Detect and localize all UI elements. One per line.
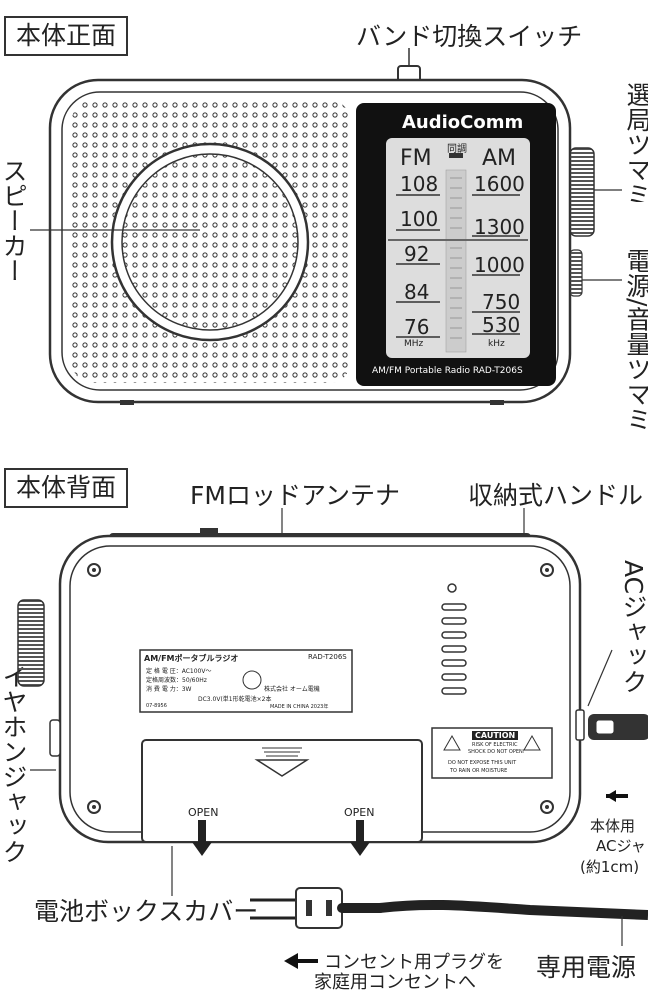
back-radio-drawing	[17, 508, 648, 969]
fm-unit-label: MHz	[404, 339, 424, 349]
spec-battery: DC3.0V(単1形乾電池×2本	[198, 696, 272, 703]
caution-line3: DO NOT EXPOSE THIS UNIT	[448, 760, 517, 766]
brand-logo-text: AudioComm	[402, 112, 524, 133]
caution-title: CAUTION	[472, 731, 519, 740]
power-cord-label: 専用電源	[536, 953, 637, 982]
band-switch-label: バンド切換スイッチ	[356, 22, 583, 51]
caution-line2: SHOCK DO NOT OPEN!	[468, 749, 525, 755]
am-band-label: AM	[482, 146, 517, 171]
fm-scale-92: 92	[404, 242, 430, 266]
fm-band-label: FM	[400, 146, 432, 171]
antenna-label: FMロッドアンテナ	[190, 481, 400, 510]
am-scale-1300: 1300	[474, 215, 525, 239]
battery-cover[interactable]	[141, 739, 423, 843]
ac-jack[interactable]	[575, 709, 585, 741]
body-plug-note-2: ACジャ	[596, 837, 646, 855]
plug-instruction-2: 家庭用コンセントへ	[314, 972, 476, 993]
speaker-label: スピーカー	[0, 158, 28, 283]
sync-label: 同調	[447, 144, 467, 155]
spec-code: 07-8956	[146, 703, 167, 709]
am-scale-1000: 1000	[474, 253, 525, 277]
model-line: AM/FM Portable Radio RAD-T206S	[372, 366, 523, 376]
earphone-jack[interactable]	[49, 719, 61, 757]
caution-line4: TO RAIN OR MOISTURE	[450, 768, 508, 774]
spec-origin: MADE IN CHINA 2023年	[270, 704, 329, 710]
power-cord	[379, 899, 648, 920]
handle-label: 収納式ハンドル	[468, 481, 644, 510]
am-unit-label: kHz	[488, 339, 505, 349]
am-scale-530: 530	[482, 313, 521, 337]
fm-scale-76: 76	[404, 315, 430, 339]
fm-scale-84: 84	[404, 280, 430, 304]
power-volume-label: 電源/音量ツマミ	[623, 248, 648, 432]
plug-instruction-1: コンセント用プラグを	[324, 952, 504, 973]
open-label-right: OPEN	[344, 806, 375, 819]
power-plug[interactable]	[295, 887, 343, 929]
spec-line1: 定 格 電 圧：AC100V～	[146, 668, 212, 675]
am-scale-750: 750	[482, 290, 521, 314]
body-plug-note-1: 本体用	[590, 817, 636, 835]
tuning-knob-label: 選局ツマミ	[623, 82, 648, 202]
caution-line1: RISK OF ELECTRIC	[472, 742, 518, 748]
spec-title: AM/FMポータブルラジオ	[144, 654, 239, 663]
spec-maker: 株式会社 オーム電機	[264, 686, 320, 693]
open-label-left: OPEN	[188, 806, 219, 819]
battery-cover-label: 電池ボックスカバー	[34, 897, 259, 926]
spec-model: RAD-T206S	[308, 653, 347, 661]
fm-scale-108: 108	[400, 172, 439, 196]
back-tuning-knob[interactable]	[17, 599, 45, 687]
back-section-title: 本体背面	[4, 468, 129, 508]
earphone-jack-label: イヤホンジャック	[0, 664, 28, 864]
volume-knob[interactable]	[569, 249, 583, 297]
spec-line2: 定格周波数：50/60Hz	[146, 677, 207, 684]
front-radio-drawing	[30, 48, 622, 405]
am-scale-1600: 1600	[474, 172, 525, 196]
ac-jack-label: ACジャック	[619, 560, 648, 695]
spec-line3: 消 費 電 力：3W	[146, 686, 192, 693]
front-section-title: 本体正面	[4, 16, 129, 56]
tuning-knob[interactable]	[569, 147, 595, 237]
fm-scale-100: 100	[400, 207, 439, 231]
body-plug-note-3: (約1cm)	[580, 858, 640, 876]
